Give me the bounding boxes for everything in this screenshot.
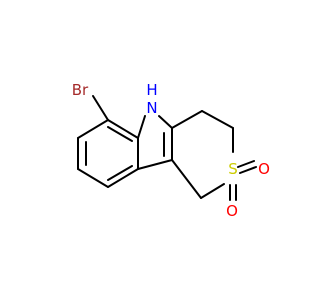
bond-n-c9a xyxy=(158,115,173,129)
sulfur-label: S xyxy=(228,160,238,178)
bond-c7a-n xyxy=(137,115,146,139)
bond-c9a-c4 xyxy=(171,110,203,129)
bond-c4-c4a-inner xyxy=(107,165,133,181)
oxygen-label-right: O xyxy=(258,160,270,178)
bond-c7a-c7-inner xyxy=(107,126,133,142)
oxygen-label-bottom: O xyxy=(226,202,238,220)
bond-br-c7 xyxy=(92,95,109,121)
atom-labels: Br H N S O O xyxy=(72,81,270,220)
nitrogen-label: N xyxy=(146,99,157,117)
bond-c9b-c4a xyxy=(137,159,173,170)
bromine-label: Br xyxy=(72,81,89,99)
bond-c1-c9b xyxy=(171,159,202,199)
bond-c7a-c7 xyxy=(107,119,139,139)
bond-c7-c6 xyxy=(77,119,109,139)
nh-hydrogen-label: H xyxy=(146,81,157,99)
bond-s-o1-a xyxy=(237,160,255,168)
bond-c5-c4 xyxy=(77,168,109,188)
bond-c4-c4a xyxy=(107,168,139,188)
bonds xyxy=(77,95,257,201)
bond-s-c1 xyxy=(200,183,225,199)
molecule-diagram: Br H N S O O xyxy=(72,81,270,220)
bond-s-o1-b xyxy=(239,166,257,174)
bond-c4-c3 xyxy=(201,110,234,129)
